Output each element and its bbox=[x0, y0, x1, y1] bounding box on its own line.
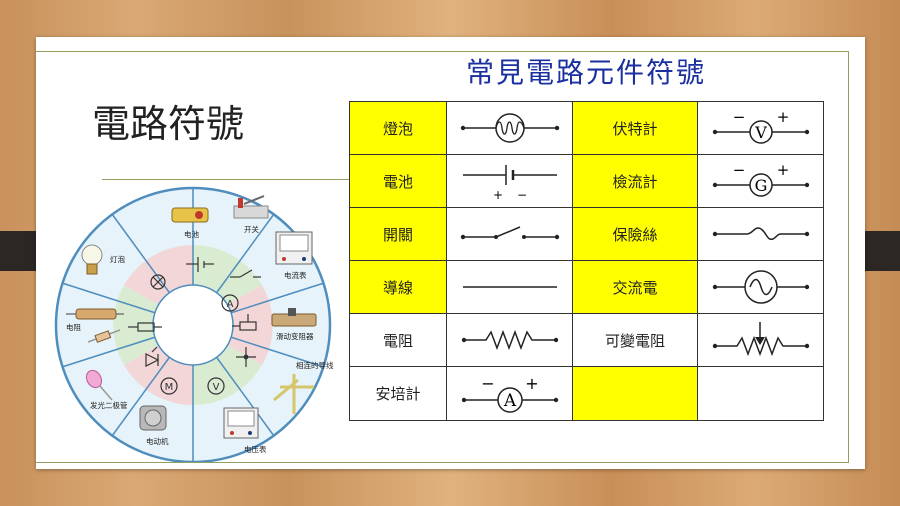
ac-source-symbol bbox=[712, 270, 809, 304]
circuit-wheel: A V M bbox=[54, 186, 334, 462]
variable-resistor-symbol bbox=[712, 322, 809, 357]
symbol-table: 燈泡 伏特計 bbox=[349, 101, 824, 421]
ammeter-symbol: A − + bbox=[461, 374, 558, 413]
switch-symbol bbox=[460, 226, 559, 240]
connected-wires-small-symbol bbox=[236, 347, 256, 367]
wheel-label-voltmeter: 电压表 bbox=[244, 444, 267, 454]
wheel-label-motor: 电动机 bbox=[146, 436, 169, 446]
component-name-cell: 檢流計 bbox=[572, 154, 698, 208]
switch-illustration bbox=[233, 195, 269, 219]
component-name-cell: 電池 bbox=[349, 154, 447, 208]
svg-text:−: − bbox=[732, 110, 745, 126]
wheel-label-lamp: 灯泡 bbox=[110, 254, 125, 264]
slide-title: 電路符號 bbox=[92, 102, 245, 146]
motor-illustration bbox=[139, 405, 167, 431]
wheel-label-battery: 电池 bbox=[184, 229, 199, 239]
battery-small-symbol bbox=[186, 257, 214, 272]
component-name-cell bbox=[572, 366, 698, 421]
voltmeter-illustration bbox=[223, 407, 259, 439]
table-row: 電池 + − 檢流計 bbox=[349, 154, 824, 208]
rheostat-illustration bbox=[271, 308, 317, 327]
ammeter-small-letter: A bbox=[227, 299, 234, 310]
svg-text:+: + bbox=[776, 163, 789, 179]
wheel-label-switch: 开关 bbox=[244, 224, 259, 234]
fuse-symbol bbox=[712, 227, 809, 241]
switch-small-symbol bbox=[230, 269, 261, 278]
table-row: 電阻 可變電阻 bbox=[349, 313, 824, 367]
component-name-cell: 開關 bbox=[349, 207, 447, 261]
component-name-cell: 保險絲 bbox=[572, 207, 698, 261]
table-row: 燈泡 伏特計 bbox=[349, 101, 824, 155]
voltmeter-symbol: V − + bbox=[712, 110, 809, 144]
wheel-label-led: 发光二极管 bbox=[90, 400, 128, 410]
wire-symbol bbox=[462, 286, 557, 288]
title-underline bbox=[102, 179, 374, 180]
rheostat-small-symbol bbox=[232, 314, 257, 331]
battery-illustration bbox=[171, 207, 209, 223]
svg-text:−: − bbox=[732, 163, 745, 179]
lamp-small-symbol bbox=[150, 274, 166, 290]
svg-text:G: G bbox=[754, 176, 767, 195]
battery-symbol: + − bbox=[462, 165, 557, 201]
table-title: 常見電路元件符號 bbox=[466, 56, 707, 89]
svg-text:+: + bbox=[776, 110, 789, 126]
resistor-small-symbol bbox=[128, 322, 162, 332]
component-name-cell: 交流電 bbox=[572, 260, 698, 314]
resistor-illustration bbox=[66, 308, 124, 343]
connected-wires-illustration bbox=[273, 374, 314, 414]
component-name-cell: 電阻 bbox=[349, 313, 447, 367]
wheel-label-rheostat: 滑动变阻器 bbox=[276, 331, 314, 341]
component-name-cell: 燈泡 bbox=[349, 101, 447, 155]
wheel-label-resistor: 电阻 bbox=[66, 322, 81, 332]
frame-top-line bbox=[36, 51, 849, 52]
motor-small-symbol bbox=[160, 377, 178, 395]
component-name-cell: 可變電阻 bbox=[572, 313, 698, 367]
component-name-cell: 導線 bbox=[349, 260, 447, 314]
wheel-center bbox=[152, 284, 234, 366]
table-row: 安培計 A − + bbox=[349, 366, 824, 421]
svg-text:A: A bbox=[502, 391, 516, 411]
slide: 電路符號 bbox=[36, 37, 865, 469]
svg-text:−: − bbox=[516, 188, 526, 201]
empty-symbol-cell bbox=[697, 366, 824, 421]
ammeter-small-symbol bbox=[221, 294, 239, 312]
wheel-label-connected-wires: 相连的导线 bbox=[296, 360, 334, 370]
svg-text:+: + bbox=[492, 188, 502, 201]
wheel-label-ammeter: 电流表 bbox=[284, 270, 307, 280]
lamp-illustration bbox=[81, 244, 103, 275]
lamp-symbol bbox=[460, 113, 559, 143]
svg-text:−: − bbox=[481, 374, 494, 393]
svg-text:+: + bbox=[525, 374, 538, 393]
voltmeter-small-letter: V bbox=[213, 382, 220, 393]
led-small-symbol bbox=[145, 346, 160, 367]
ammeter-illustration bbox=[275, 231, 313, 265]
galvanometer-symbol: G − + bbox=[712, 163, 809, 197]
frame-right-line bbox=[848, 51, 849, 463]
resistor-symbol bbox=[461, 329, 558, 351]
motor-small-letter: M bbox=[165, 382, 174, 393]
svg-text:V: V bbox=[754, 123, 767, 142]
frame-bottom-line bbox=[36, 462, 849, 463]
voltmeter-small-symbol bbox=[207, 377, 225, 395]
led-illustration bbox=[85, 369, 113, 401]
table-row: 開關 保險絲 bbox=[349, 207, 824, 261]
table-row: 導線 交流電 bbox=[349, 260, 824, 314]
component-name-cell: 安培計 bbox=[349, 366, 447, 421]
component-name-cell: 伏特計 bbox=[572, 101, 698, 155]
left-dark-band bbox=[0, 231, 36, 271]
